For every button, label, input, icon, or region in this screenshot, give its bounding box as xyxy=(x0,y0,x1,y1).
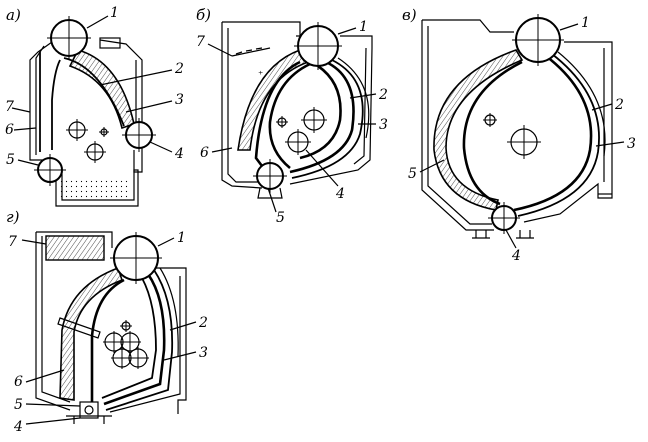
convection-bundle-a xyxy=(68,49,135,130)
label-g-6: 6 xyxy=(14,374,23,390)
diagram-b: б) ⁺ 1 xyxy=(196,6,388,226)
label-b-7: 7 xyxy=(196,34,205,50)
label-a-5: 5 xyxy=(6,152,15,168)
screen-bundle-v xyxy=(433,49,524,211)
casing-v xyxy=(421,20,494,231)
label-g-5: 5 xyxy=(14,397,23,413)
diagram-v: в) 1 2 3 4 5 xyxy=(402,6,636,264)
label-v-2: 2 xyxy=(614,97,624,113)
baffle-b xyxy=(268,62,311,170)
label-v-3: 3 xyxy=(627,136,636,152)
screen-bundle-g xyxy=(59,266,124,401)
label-g-1: 1 xyxy=(177,230,186,246)
casing-b xyxy=(221,22,263,189)
label-g-7: 7 xyxy=(8,234,17,250)
furnace-bottom-a xyxy=(55,169,139,207)
label-b-3: 3 xyxy=(379,117,388,133)
diagram-a: а) 1 2 3 4 xyxy=(5,5,184,207)
label-v-5: 5 xyxy=(408,166,417,182)
label-g-2: 2 xyxy=(198,315,208,331)
label-a-6: 6 xyxy=(5,122,14,138)
section-label-b: б) xyxy=(196,6,211,24)
svg-text:⁺: ⁺ xyxy=(258,70,263,81)
label-b-2: 2 xyxy=(378,87,388,103)
label-a-1: 1 xyxy=(110,5,119,21)
screen-bundle-b xyxy=(237,49,310,151)
diagram-g: г) 1 2 xyxy=(6,208,208,435)
label-v-4: 4 xyxy=(511,248,521,264)
section-label-g: г) xyxy=(6,208,20,226)
label-a-7: 7 xyxy=(5,99,14,115)
label-a-4: 4 xyxy=(174,146,184,162)
top-box-g xyxy=(45,235,105,261)
lower-collector-g xyxy=(79,401,99,419)
label-b-4: 4 xyxy=(335,186,345,202)
section-label-v: в) xyxy=(402,6,417,24)
label-b-5: 5 xyxy=(276,210,285,226)
label-a-3: 3 xyxy=(175,92,184,108)
section-label-a: а) xyxy=(6,6,21,24)
label-b-1: 1 xyxy=(359,19,368,35)
label-g-3: 3 xyxy=(199,345,208,361)
label-v-1: 1 xyxy=(581,15,590,31)
casing-left-a xyxy=(29,41,53,161)
label-a-2: 2 xyxy=(174,61,184,77)
casing-g xyxy=(35,232,71,411)
label-g-4: 4 xyxy=(13,419,23,435)
label-b-6: 6 xyxy=(200,145,209,161)
